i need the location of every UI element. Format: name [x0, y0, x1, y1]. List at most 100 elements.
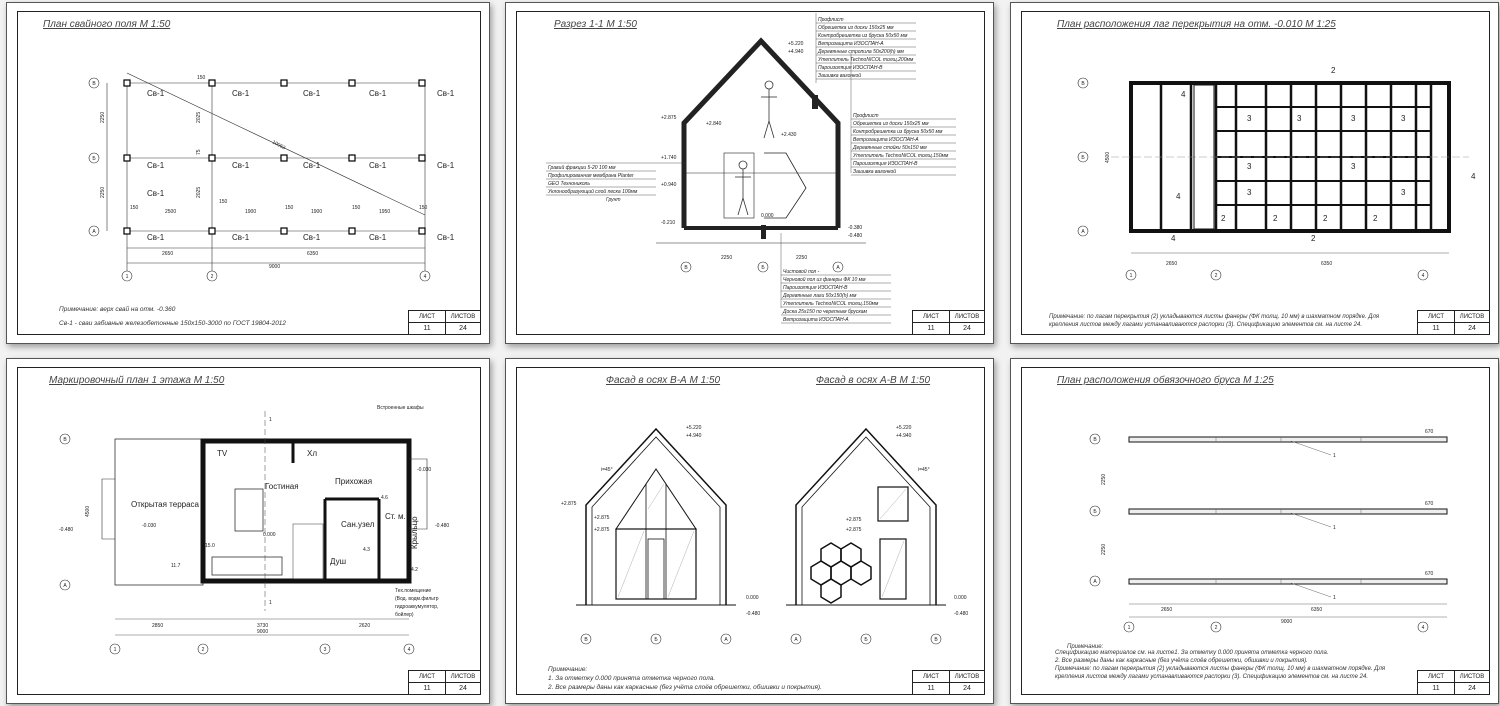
- pile-plan-drawing: Св-1 Св-1 Св-1 Св-1 Св-1 Св-1 Св-1 Св-1 …: [88, 72, 455, 282]
- axis-label: В: [584, 637, 588, 643]
- axis-label: 2: [211, 274, 214, 280]
- level-mark: -0.380: [848, 225, 862, 231]
- layer-text: GEO Технониколь: [548, 181, 590, 187]
- pile-label: Св-1: [303, 89, 321, 98]
- sheet-beam-plan: План расположения обвязочного бруса М 1:…: [1010, 358, 1499, 704]
- tb-sheets-label: ЛИСТОВ: [1454, 671, 1490, 683]
- layer-text: Пароизоляция ИЗОСПАН-В: [853, 161, 918, 167]
- layer-text: Обрешетка из доски 150х25 мм: [818, 25, 894, 31]
- mark-label: 1: [1333, 525, 1336, 531]
- title-block: ЛИСТ ЛИСТОВ 11 24: [408, 310, 481, 335]
- axis-label: 1: [126, 274, 129, 280]
- title-block: ЛИСТ ЛИСТОВ 11 24: [1417, 310, 1490, 335]
- room-label: Сан.узел: [341, 520, 375, 529]
- layer-text: Уклонообразующий слой песка 100мм: [548, 188, 638, 195]
- level-mark: +4.940: [896, 433, 912, 439]
- sheet-title: План расположения лаг перекрытия на отм.…: [1057, 19, 1336, 30]
- tb-sheet: 11: [409, 322, 446, 335]
- dim-text: 2620: [359, 623, 370, 629]
- mark-label: 2: [1373, 214, 1378, 223]
- layer-text: Черновой пол из фанеры ФК 10 мм: [783, 276, 866, 283]
- mark-label: 3: [1247, 188, 1252, 197]
- layer-text: Зашивка вагонкой: [818, 72, 861, 79]
- pile-label: Св-1: [147, 189, 165, 198]
- layer-text: Зашивка вагонкой: [853, 168, 896, 175]
- mark-label: 3: [1351, 114, 1356, 123]
- area-label: 11.7: [171, 563, 181, 569]
- layer-text: Деревянные стропила 50х200(h) мм: [817, 49, 904, 55]
- layer-text: Обрешетка из доски 150х25 мм: [853, 121, 929, 127]
- tb-sheet-label: ЛИСТ: [913, 311, 950, 323]
- title-block: ЛИСТ ЛИСТОВ 11 24: [1417, 670, 1490, 695]
- mark-label: 3: [1401, 188, 1406, 197]
- dim-text: 2850: [152, 623, 163, 629]
- axis-label: А: [1081, 229, 1085, 235]
- mark-label: 1: [1333, 595, 1336, 601]
- level-mark: -0.210: [661, 220, 675, 226]
- sheet-note: Примечание:: [548, 666, 588, 673]
- axis-label: Б: [864, 637, 868, 643]
- dim-text: 9000: [269, 264, 280, 270]
- layer-text: Деревянные стойки 50х150 мм: [852, 144, 927, 151]
- dim-text: 2250: [721, 255, 732, 261]
- mark-label: 4: [1471, 172, 1476, 181]
- level-mark: -0.030: [142, 523, 156, 529]
- tb-sheets: 24: [963, 685, 971, 692]
- tb-sheets-label: ЛИСТОВ: [949, 311, 985, 323]
- axis-label: А: [724, 637, 728, 643]
- tb-sheets: 24: [459, 325, 467, 332]
- tb-sheet-label: ЛИСТ: [1418, 671, 1455, 683]
- layer-text: Ветрозащита ИЗОСПАН-А: [853, 137, 919, 143]
- level-mark: -0.480: [848, 233, 862, 239]
- sheet-frame: [1021, 11, 1490, 335]
- pile-label: Св-1: [437, 233, 455, 242]
- room-label: Гостиная: [265, 482, 299, 491]
- dim-text: 670: [1425, 429, 1434, 435]
- pile-label: Св-1: [369, 161, 387, 170]
- tb-sheets-label: ЛИСТОВ: [1454, 311, 1490, 323]
- level-mark: +5.220: [788, 41, 804, 47]
- sheet-note: Св-1 - сваи забивные железобетонные 150х…: [59, 320, 287, 327]
- dim-text: 150: [197, 75, 206, 81]
- level-mark: -0.480: [59, 527, 73, 533]
- tb-sheet-label: ЛИСТ: [913, 671, 950, 683]
- sheet-title: Маркировочный план 1 этажа М 1:50: [49, 375, 225, 386]
- sheet-note: 1. За отметку 0.000 принята отметка черн…: [548, 675, 716, 682]
- layer-text: Пароизоляция ИЗОСПАН-В: [818, 65, 883, 71]
- mark-label: 3: [1247, 162, 1252, 171]
- tb-sheets-label: ЛИСТОВ: [949, 671, 985, 683]
- level-mark: i=45°: [918, 467, 930, 473]
- sheet-frame: [17, 11, 481, 335]
- section-drawing: Профлист Обрешетка из доски 150х25 мм Ко…: [546, 13, 956, 324]
- axis-label: А: [63, 583, 67, 589]
- dim-text: 2025: [196, 187, 202, 198]
- pile-label: Св-1: [232, 233, 250, 242]
- axis-label: В: [684, 265, 688, 271]
- pile-label: Св-1: [369, 89, 387, 98]
- tb-sheets: 24: [963, 325, 971, 332]
- mark-label: 2: [1221, 214, 1226, 223]
- axis-label: Б: [654, 637, 658, 643]
- mark-label: 4: [1181, 90, 1186, 99]
- level-mark: i=45°: [601, 467, 613, 473]
- pile-label: Св-1: [147, 233, 165, 242]
- sheet-note: 2. Все размеры даны как каркасные (без у…: [548, 684, 822, 691]
- room-label: Прихожая: [335, 477, 372, 486]
- joists-drawing: 4 2 3 3 3 3 3 3 3 3 2 2 2 2 2 4 4 4 2650…: [1077, 66, 1476, 281]
- level-mark: +1.740: [661, 155, 677, 161]
- axis-label: В: [1081, 81, 1085, 87]
- sheet-floor-plan: Маркировочный план 1 этажа М 1:50 Гостин…: [6, 358, 490, 704]
- dim-text: 2025: [196, 112, 202, 123]
- level-mark: +2.875: [846, 527, 862, 533]
- sheet-title-1: Фасад в осях В-А М 1:50: [606, 375, 721, 386]
- layer-text: Ветрозащита ИЗОСПАН-А: [818, 41, 884, 47]
- room-label: Душ: [330, 557, 346, 566]
- tb-sheets-label: ЛИСТОВ: [445, 671, 481, 683]
- mark-label: 2: [1311, 234, 1316, 243]
- layer-text: Деревянные лаги 50х150(h) мм: [782, 293, 857, 299]
- area-label: 15.0: [205, 543, 215, 549]
- sheet-frame: [516, 11, 985, 335]
- tb-sheets: 24: [1468, 685, 1476, 692]
- dim-text: 6350: [1321, 261, 1332, 267]
- mark-label: 3: [1297, 114, 1302, 123]
